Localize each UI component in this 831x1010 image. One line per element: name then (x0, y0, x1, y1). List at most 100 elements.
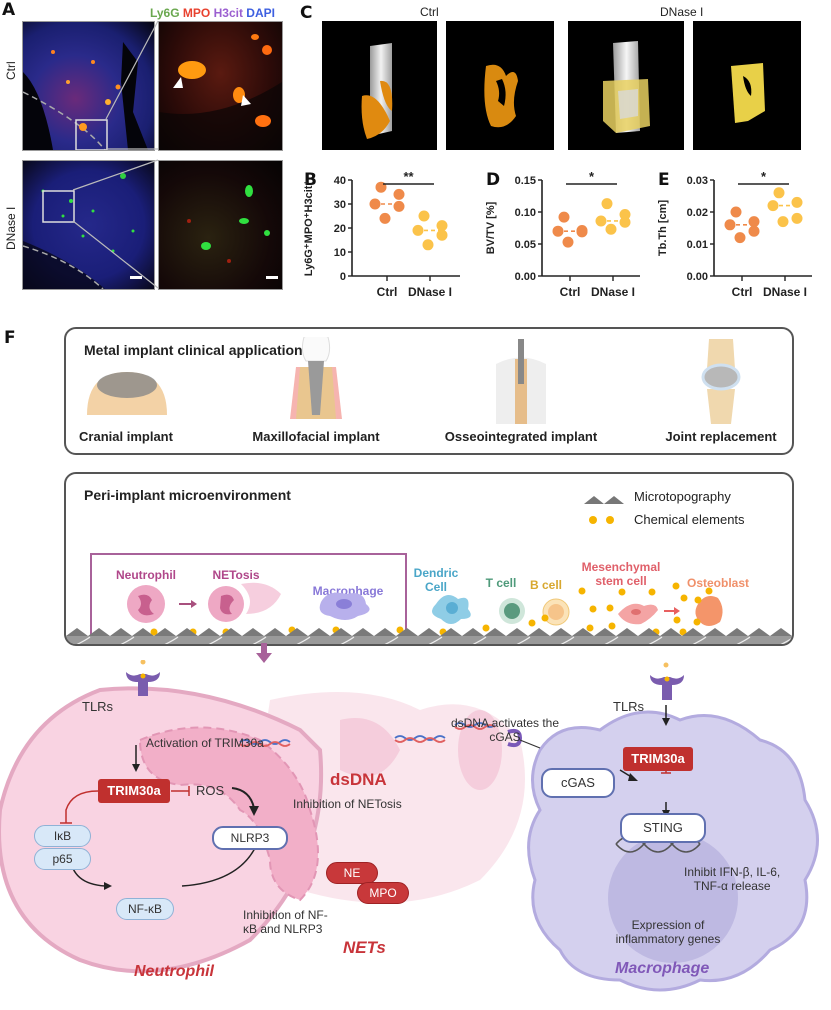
microct-ctrl-implant-art (361, 43, 393, 139)
surface-highlight (780, 637, 792, 644)
stain-mpo: MPO (182, 6, 211, 20)
cell-label-dendritic: Dendric Cell (413, 566, 459, 594)
data-point (393, 188, 405, 200)
osteoblast-cell-icon (695, 596, 723, 626)
y-axis-label: BV/TV [%] (485, 201, 497, 254)
tlrs-right-label: TLRs (613, 699, 645, 714)
neutrophil-cell-icon (127, 585, 165, 623)
panel-label-a: A (2, 0, 16, 20)
y-axis-label: Tb.Th [cm] (657, 200, 669, 257)
micrograph-ctrl-overview-art (23, 42, 148, 150)
surface-highlight (560, 636, 575, 644)
micrograph-dnase-zoom (158, 160, 283, 290)
chemical-elements-legend-icon (589, 516, 614, 524)
microct-dnase-implant-art (603, 41, 650, 133)
surface-highlight (252, 636, 267, 644)
surface-highlight (604, 636, 619, 644)
microenvironment-title: Peri-implant microenvironment (84, 487, 291, 503)
y-tick-label: 20 (334, 223, 346, 235)
ne-node: NE (326, 862, 378, 884)
x-tick-label: Ctrl (732, 285, 753, 299)
data-point (619, 216, 631, 228)
surface-highlight (208, 636, 223, 644)
zoom-connector-lines (72, 20, 159, 289)
surface-highlight (516, 636, 531, 644)
significance-label: * (589, 169, 595, 184)
data-point (777, 216, 789, 228)
data-point (619, 209, 631, 221)
surface-highlight (428, 636, 443, 644)
dsdna-label: dsDNA (330, 770, 387, 789)
data-point (418, 210, 430, 222)
data-point (422, 239, 434, 251)
mechanism-background (0, 660, 819, 992)
y-tick-label: 30 (334, 199, 346, 211)
x-tick-label: Ctrl (560, 285, 581, 299)
data-point (730, 206, 742, 218)
osseointegrated-implant-icon (496, 339, 546, 424)
x-tick-label: DNase I (408, 285, 452, 299)
surface-highlight (472, 636, 487, 644)
microct-dnase-bone-art (731, 63, 765, 123)
ikb-node: IκB (34, 825, 91, 847)
surface-highlight (296, 636, 311, 644)
joint-replacement-icon (701, 339, 741, 424)
implant-base (66, 636, 792, 644)
t-cell-icon (499, 598, 525, 624)
data-point (436, 229, 448, 241)
activation-trim30a-label: Activation of TRIM30a (146, 736, 264, 750)
micrograph-dnase-zoom-art (187, 185, 278, 279)
surface-highlight (340, 636, 355, 644)
implant-surface (66, 628, 792, 644)
microct-dnase-implant (568, 21, 684, 150)
down-arrow-icon (256, 643, 272, 663)
nfkb-node: NF-κB (116, 898, 174, 920)
trim30a-neutrophil-node: TRIM30a (98, 779, 170, 803)
neutrophil-label: Neutrophil (134, 963, 214, 980)
tlrs-left-label: TLRs (82, 699, 114, 714)
panel-label-d: D (486, 170, 501, 190)
data-point (734, 232, 746, 244)
msc-cell-icon (618, 603, 658, 625)
microenvironment-art (117, 582, 723, 638)
y-tick-label: 0.15 (515, 175, 536, 187)
data-point (791, 212, 803, 224)
legend-chemical-elements: Chemical elements (634, 512, 745, 527)
data-point (773, 187, 785, 199)
data-point (436, 220, 448, 232)
arrow-icon (664, 607, 680, 615)
x-tick-label: Ctrl (377, 285, 398, 299)
data-point (562, 236, 574, 248)
data-point (605, 223, 617, 235)
cell-label-osteoblast: Osteoblast (686, 576, 749, 590)
micrograph-ctrl-overview (22, 21, 155, 151)
y-tick-label: 0.00 (687, 271, 708, 283)
stain-ly6g: Ly6G (150, 6, 180, 20)
application-label-maxillofacial: Maxillofacial implant (252, 429, 380, 444)
micrograph-ctrl-zoom (158, 21, 283, 151)
expression-genes-label: Expression of inflammatory genes (615, 918, 721, 946)
surface-highlight (76, 636, 91, 644)
microct-ctrl-implant (322, 21, 437, 150)
applications-title: Metal implant clinical applications (84, 342, 311, 358)
mpo-node: MPO (357, 882, 409, 904)
y-tick-label: 0.01 (687, 239, 708, 251)
dental-implant-icon (290, 337, 342, 419)
x-tick-label: DNase I (591, 285, 635, 299)
legend-microtopography: Microtopography (634, 489, 731, 504)
nets-label: NETs (343, 938, 386, 957)
data-point (558, 211, 570, 223)
applications-box: Metal implant clinical applications Cran… (64, 327, 794, 455)
data-point (379, 212, 391, 224)
y-tick-label: 40 (334, 175, 346, 187)
macrophage-label: Macrophage (615, 960, 710, 977)
surface-highlight (692, 636, 707, 644)
tlr-receptor-left-icon (126, 660, 160, 696)
y-tick-label: 0.00 (515, 271, 536, 283)
cell-label-netosis: NETosis (212, 568, 260, 582)
inhibit-cytokines-label: Inhibit IFN-β, IL-6, TNF-α release (684, 865, 781, 893)
panel-label-b: B (304, 170, 317, 190)
panel-label-c: C (300, 3, 313, 23)
